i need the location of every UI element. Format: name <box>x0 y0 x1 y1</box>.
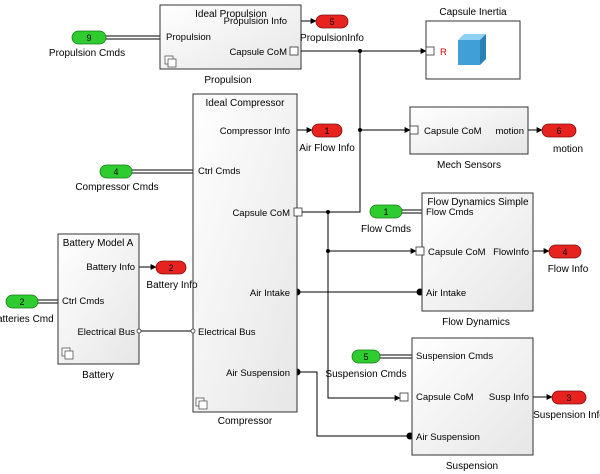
flow-dynamics-out-port: FlowInfo <box>493 247 529 258</box>
outport-number: 2 <box>168 263 173 273</box>
propulsion-caption: Propulsion <box>204 75 251 86</box>
compressor-caption: Compressor <box>218 416 273 427</box>
outport-propulsion-info[interactable]: 5 PropulsionInfo <box>300 14 364 44</box>
compressor-info-port: Compressor Info <box>220 126 290 137</box>
inport-batteries-cmd[interactable]: 2 Batteries Cmd <box>0 294 54 325</box>
suspension-cmds-port: Suspension Cmds <box>416 351 493 362</box>
inport-number: 5 <box>363 352 368 362</box>
outport-label: Suspension Info <box>533 410 600 421</box>
line-air-suspension[interactable] <box>297 371 410 437</box>
line-capsule-com-compressor[interactable] <box>297 51 361 213</box>
mech-sensors-caption: Mech Sensors <box>437 160 501 171</box>
inport-label: Compressor Cmds <box>75 182 158 193</box>
signal-lines <box>38 18 553 440</box>
outport-air-flow-info[interactable]: 1 Air Flow Info <box>299 123 355 154</box>
mech-sensors-out-port: motion <box>495 126 524 137</box>
battery-ctrl-cmds-port: Ctrl Cmds <box>62 296 104 307</box>
battery-bus-connector[interactable] <box>136 328 142 334</box>
outport-battery-info[interactable]: 2 Battery Info <box>146 260 198 291</box>
subsystem-icon <box>164 55 177 68</box>
outport-label: PropulsionInfo <box>300 33 364 44</box>
outport-number: 6 <box>556 126 561 136</box>
subsystem-icon <box>61 347 74 360</box>
propulsion-title: Ideal Propulsion <box>195 9 267 20</box>
battery-info-port: Battery Info <box>86 262 135 273</box>
flow-dynamics-caption: Flow Dynamics <box>442 317 510 328</box>
inport-suspension-cmds[interactable]: 5 Suspension Cmds <box>325 349 407 380</box>
outport-label: Air Flow Info <box>299 143 355 154</box>
outport-motion[interactable]: 6 motion <box>541 123 583 155</box>
flow-dynamics-cmds-port: Flow Cmds <box>426 207 474 218</box>
compressor-electrical-bus-port: Electrical Bus <box>198 327 256 338</box>
inport-number: 9 <box>86 33 91 43</box>
battery-title: Battery Model A <box>63 238 134 249</box>
compressor-air-suspension-port: Air Suspension <box>226 368 290 379</box>
flow-dynamics-block[interactable]: Flow Dynamics Simple Flow Cmds Capsule C… <box>415 192 534 328</box>
outport-label: motion <box>553 144 583 155</box>
mech-sensors-connector[interactable] <box>409 125 419 135</box>
inertia-title: Capsule Inertia <box>439 7 507 18</box>
suspension-block[interactable]: Suspension Cmds Capsule CoM Air Suspensi… <box>399 337 534 472</box>
flow-dynamics-air-intake-port: Air Intake <box>426 288 466 299</box>
mech-sensors-in-port: Capsule CoM <box>424 126 482 137</box>
compressor-bus-connector[interactable] <box>190 328 196 334</box>
inport-number: 4 <box>113 167 118 177</box>
compressor-com-connector[interactable] <box>293 207 303 217</box>
compressor-title: Ideal Compressor <box>206 98 286 109</box>
inport-flow-cmds[interactable]: 1 Flow Cmds <box>361 204 411 235</box>
inertia-connector[interactable] <box>425 46 435 56</box>
propulsion-com-connector[interactable] <box>289 46 299 56</box>
propulsion-block[interactable]: Ideal Propulsion Propulsion Propulsion I… <box>159 4 302 86</box>
propulsion-com-port: Capsule CoM <box>229 47 287 58</box>
inport-label: Suspension Cmds <box>325 369 406 380</box>
compressor-ctrl-cmds-port: Ctrl Cmds <box>198 166 240 177</box>
outport-number: 1 <box>324 126 329 136</box>
battery-block[interactable]: Battery Model A Ctrl Cmds Battery Info E… <box>57 233 142 381</box>
suspension-out-port: Susp Info <box>489 392 529 403</box>
suspension-caption: Suspension <box>446 461 498 472</box>
inport-number: 2 <box>19 297 24 307</box>
inport-label: Propulsion Cmds <box>49 48 125 59</box>
flow-dynamics-com-connector[interactable] <box>415 246 425 256</box>
inport-compressor-cmds[interactable]: 4 Compressor Cmds <box>75 164 159 193</box>
inertia-port-label: R <box>440 47 447 58</box>
flow-dynamics-com-port: Capsule CoM <box>428 247 486 258</box>
flow-dynamics-title: Flow Dynamics Simple <box>427 197 529 208</box>
inport-label: Batteries Cmd <box>0 314 54 325</box>
outport-label: Battery Info <box>146 280 198 291</box>
propulsion-info-port: Propulsion Info <box>224 16 287 27</box>
inport-propulsion-cmds[interactable]: 9 Propulsion Cmds <box>49 30 125 59</box>
battery-caption: Battery <box>82 370 114 381</box>
inport-label: Flow Cmds <box>361 224 411 235</box>
outport-number: 4 <box>562 247 567 257</box>
compressor-air-intake-port: Air Intake <box>250 288 290 299</box>
outport-number: 5 <box>329 17 334 27</box>
suspension-com-port: Capsule CoM <box>416 392 474 403</box>
subsystem-icon <box>195 397 208 410</box>
compressor-com-port: Capsule CoM <box>232 208 290 219</box>
compressor-block[interactable]: Ideal Compressor Ctrl Cmds Electrical Bu… <box>190 93 303 427</box>
capsule-inertia-block[interactable]: Capsule Inertia R <box>425 7 521 80</box>
outport-flow-info[interactable]: 4 Flow Info <box>548 244 589 275</box>
suspension-com-connector[interactable] <box>399 392 409 402</box>
cube-icon <box>458 34 486 65</box>
outport-label: Flow Info <box>548 264 589 275</box>
propulsion-in-port: Propulsion <box>166 32 211 43</box>
outport-suspension-info[interactable]: 3 Suspension Info <box>533 390 600 421</box>
outport-number: 3 <box>566 393 571 403</box>
battery-bus-port: Electrical Bus <box>77 327 135 338</box>
inport-number: 1 <box>383 207 388 217</box>
suspension-air-suspension-port: Air Suspension <box>416 432 480 443</box>
mech-sensors-block[interactable]: Capsule CoM motion Mech Sensors <box>409 106 529 171</box>
